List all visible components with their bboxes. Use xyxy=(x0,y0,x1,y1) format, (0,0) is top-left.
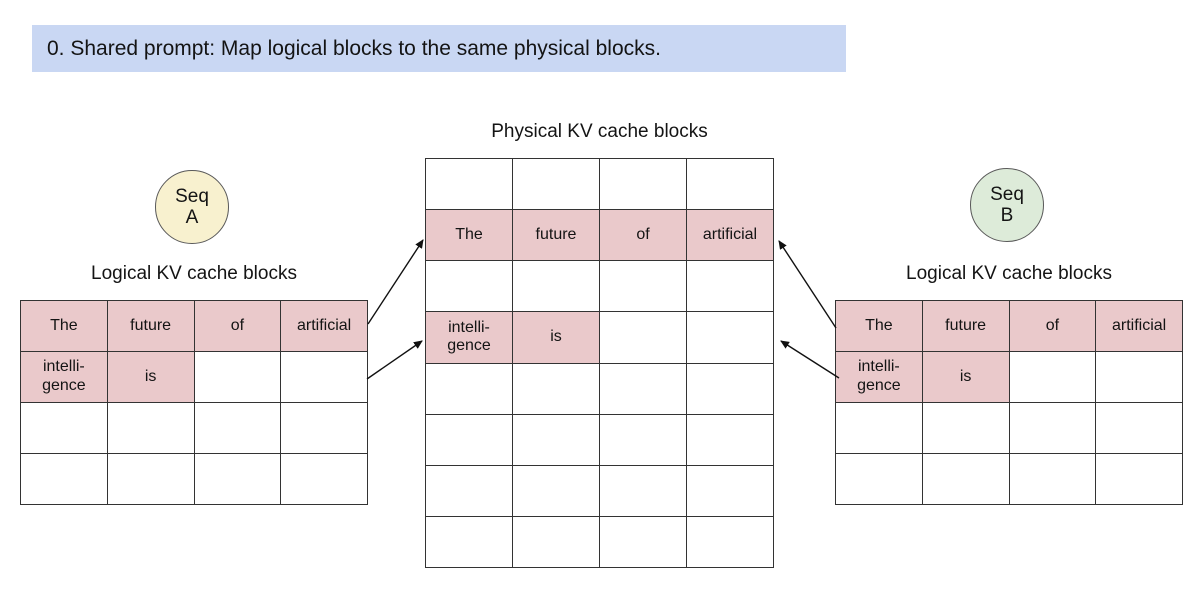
cell xyxy=(20,453,108,505)
cell xyxy=(1008,351,1097,403)
cell xyxy=(512,413,600,466)
seq-b-badge: Seq B xyxy=(970,168,1044,242)
cell xyxy=(193,453,282,505)
cell xyxy=(20,402,108,454)
cell xyxy=(1008,453,1097,505)
cell xyxy=(512,515,600,569)
cell xyxy=(1095,402,1183,454)
table-row: The future of artificial xyxy=(20,300,368,352)
cell xyxy=(599,157,687,211)
cell xyxy=(835,453,923,505)
table-row: intelli- gence is xyxy=(425,311,774,364)
cell xyxy=(425,515,513,569)
cell: of xyxy=(193,300,282,352)
cell xyxy=(599,464,687,517)
title-banner: 0. Shared prompt: Map logical blocks to … xyxy=(32,25,846,72)
table-row xyxy=(425,413,774,466)
cell xyxy=(512,464,600,517)
cell xyxy=(835,402,923,454)
cell xyxy=(193,402,282,454)
physical-table-title: Physical KV cache blocks xyxy=(491,121,708,142)
cell xyxy=(425,260,513,313)
cell xyxy=(686,515,774,569)
cell xyxy=(599,311,687,364)
cell xyxy=(512,362,600,415)
physical-kv-table: The future of artificial intelli- gence … xyxy=(425,157,774,569)
table-row xyxy=(20,453,368,505)
cell xyxy=(599,515,687,569)
cell xyxy=(512,157,600,211)
cell: is xyxy=(512,311,600,364)
cell: The xyxy=(835,300,923,352)
cell xyxy=(106,453,195,505)
cell: artificial xyxy=(1095,300,1183,352)
table-row: The future of artificial xyxy=(835,300,1183,352)
table-row xyxy=(425,260,774,313)
cell xyxy=(1095,453,1183,505)
cell xyxy=(686,362,774,415)
table-row xyxy=(425,515,774,569)
arrow-seqA-block0-icon xyxy=(367,239,424,325)
cell xyxy=(280,453,368,505)
table-row xyxy=(835,402,1183,454)
cell: is xyxy=(921,351,1010,403)
cell xyxy=(425,413,513,466)
table-row: intelli- gence is xyxy=(20,351,368,403)
seq-a-badge: Seq A xyxy=(155,170,229,244)
arrow-seqA-block1-icon xyxy=(366,340,423,380)
table-row xyxy=(425,157,774,211)
cell xyxy=(193,351,282,403)
arrow-seqB-block0-icon xyxy=(778,240,837,329)
cell xyxy=(921,453,1010,505)
cell xyxy=(599,362,687,415)
logical-b-kv-table: The future of artificial intelli- gence … xyxy=(835,300,1183,505)
cell: future xyxy=(512,209,600,262)
cell: artificial xyxy=(280,300,368,352)
cell xyxy=(425,157,513,211)
seq-a-label: Seq A xyxy=(175,185,209,228)
seq-b-label: Seq B xyxy=(990,183,1024,226)
cell xyxy=(1008,402,1097,454)
table-row: intelli- gence is xyxy=(835,351,1183,403)
cell: The xyxy=(20,300,108,352)
title-banner-text: 0. Shared prompt: Map logical blocks to … xyxy=(47,36,661,60)
table-row xyxy=(20,402,368,454)
cell xyxy=(921,402,1010,454)
cell: future xyxy=(106,300,195,352)
cell: of xyxy=(599,209,687,262)
cell xyxy=(512,260,600,313)
cell xyxy=(686,311,774,364)
cell xyxy=(425,464,513,517)
logical-a-kv-table: The future of artificial intelli- gence … xyxy=(20,300,368,505)
table-row xyxy=(425,362,774,415)
logical-a-table-title: Logical KV cache blocks xyxy=(91,263,297,284)
logical-b-table-title: Logical KV cache blocks xyxy=(906,263,1112,284)
cell xyxy=(686,413,774,466)
cell xyxy=(280,402,368,454)
cell xyxy=(425,362,513,415)
cell xyxy=(599,260,687,313)
cell xyxy=(106,402,195,454)
cell xyxy=(686,260,774,313)
cell: is xyxy=(106,351,195,403)
cell: intelli- gence xyxy=(835,351,923,403)
table-row xyxy=(425,464,774,517)
arrow-seqB-block1-icon xyxy=(780,340,840,379)
cell xyxy=(599,413,687,466)
cell: The xyxy=(425,209,513,262)
cell xyxy=(686,464,774,517)
table-row xyxy=(835,453,1183,505)
cell: future xyxy=(921,300,1010,352)
cell xyxy=(1095,351,1183,403)
cell xyxy=(280,351,368,403)
cell: intelli- gence xyxy=(425,311,513,364)
cell: of xyxy=(1008,300,1097,352)
cell: artificial xyxy=(686,209,774,262)
cell: intelli- gence xyxy=(20,351,108,403)
cell xyxy=(686,157,774,211)
table-row: The future of artificial xyxy=(425,209,774,262)
